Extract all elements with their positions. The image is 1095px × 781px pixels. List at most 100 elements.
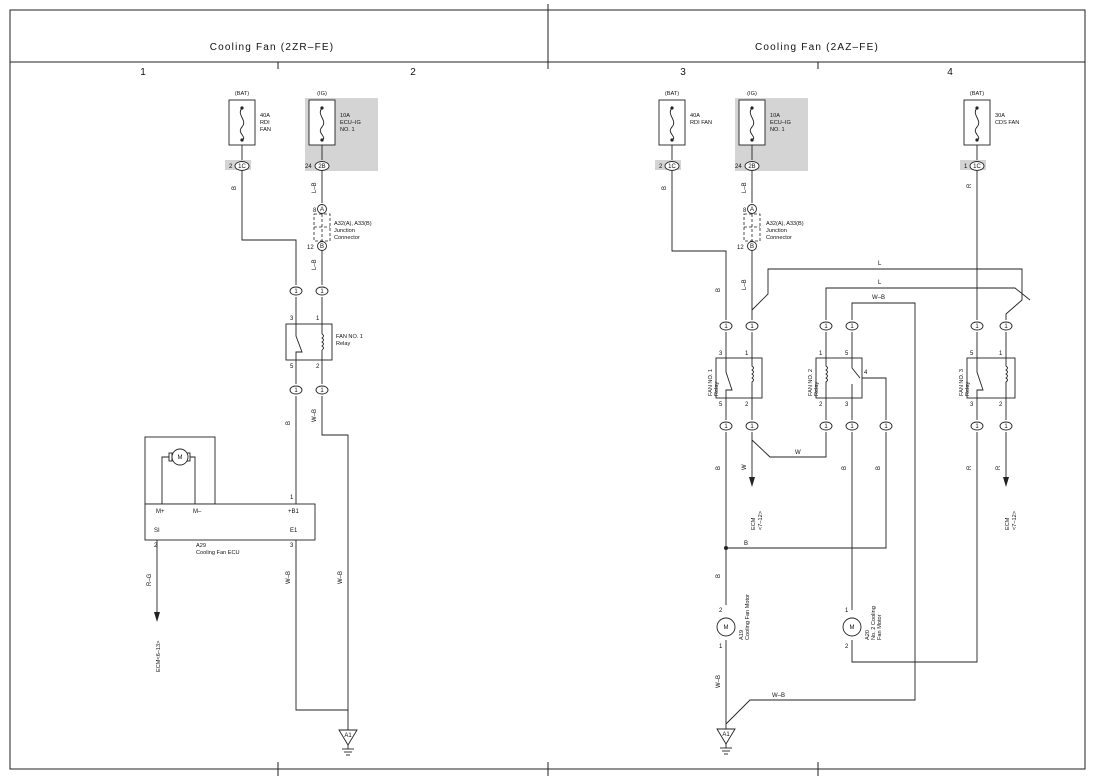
splice-point bbox=[724, 546, 728, 550]
svg-text:M: M bbox=[850, 625, 855, 631]
svg-text:E1: E1 bbox=[290, 528, 298, 534]
svg-text:(BAT): (BAT) bbox=[235, 91, 249, 97]
svg-text:2B: 2B bbox=[318, 164, 325, 170]
diagram-frame bbox=[9, 4, 1086, 776]
svg-text:10A: 10A bbox=[770, 113, 780, 119]
svg-text:1: 1 bbox=[320, 388, 324, 394]
inline-connector: 1 bbox=[745, 421, 759, 431]
fuse-10a-ecu-ig-right: (IG) 10A ECU–IG NO. 1 24 2B bbox=[735, 91, 808, 171]
wire-label-wb: W–B bbox=[716, 675, 722, 688]
svg-text:B: B bbox=[320, 244, 324, 250]
wire-label-wb: W–B bbox=[312, 409, 318, 422]
svg-text:Connector: Connector bbox=[334, 235, 360, 241]
svg-text:FAN: FAN bbox=[260, 127, 271, 133]
svg-text:RDI: RDI bbox=[260, 120, 270, 126]
svg-text:SI: SI bbox=[154, 528, 160, 534]
svg-text:1: 1 bbox=[850, 424, 854, 430]
svg-text:5: 5 bbox=[290, 364, 294, 370]
wire-label-wb: W–B bbox=[872, 295, 885, 301]
svg-text:2: 2 bbox=[845, 644, 849, 650]
wire-label-b: B bbox=[232, 186, 238, 190]
svg-text:8: 8 bbox=[313, 208, 317, 214]
svg-text:A1: A1 bbox=[344, 733, 352, 739]
wire-label-wb: W–B bbox=[286, 571, 292, 584]
svg-text:1: 1 bbox=[724, 424, 728, 430]
svg-text:40A: 40A bbox=[260, 113, 270, 119]
svg-text:Junction: Junction bbox=[334, 228, 355, 234]
inline-connector: 1 bbox=[289, 385, 303, 395]
svg-text:3: 3 bbox=[719, 351, 723, 357]
svg-text:A: A bbox=[320, 207, 324, 213]
section-4: 4 bbox=[947, 67, 953, 78]
ecm-ref-r1: ECM<7–12> bbox=[751, 511, 764, 530]
svg-text:2: 2 bbox=[659, 164, 663, 170]
svg-text:M+: M+ bbox=[156, 509, 165, 515]
svg-text:12: 12 bbox=[307, 245, 314, 251]
fuse-40a-rdi-fan-right: (BAT) 40A RDI FAN 2 1C bbox=[655, 91, 712, 171]
wire-label-l: L bbox=[878, 261, 882, 267]
header-2az-fe: Cooling Fan (2AZ–FE) bbox=[755, 42, 879, 53]
svg-text:(BAT): (BAT) bbox=[970, 91, 984, 97]
svg-text:(BAT): (BAT) bbox=[665, 91, 679, 97]
svg-text:A: A bbox=[750, 207, 754, 213]
svg-text:ECU–IG: ECU–IG bbox=[770, 120, 791, 126]
svg-text:FAN NO. 1: FAN NO. 1 bbox=[336, 334, 363, 340]
svg-text:Junction: Junction bbox=[766, 228, 787, 234]
svg-text:1C: 1C bbox=[973, 164, 981, 170]
junction-connector-left: 8 A 12 B A32(A), A33(B) Junction Connect… bbox=[307, 204, 372, 251]
svg-text:2: 2 bbox=[154, 543, 158, 549]
svg-text:1: 1 bbox=[884, 424, 888, 430]
svg-text:1: 1 bbox=[975, 424, 979, 430]
inline-connector: 1 bbox=[289, 286, 303, 296]
svg-text:2: 2 bbox=[719, 608, 723, 614]
svg-text:1: 1 bbox=[719, 644, 723, 650]
ground-a1-left: A1 bbox=[338, 725, 358, 756]
relay-fan-no1-right: 3 1 5 2 FAN NO. 1Relay bbox=[708, 332, 763, 410]
svg-text:M: M bbox=[724, 625, 729, 631]
svg-text:ECU–IG: ECU–IG bbox=[340, 120, 361, 126]
svg-text:1: 1 bbox=[824, 324, 828, 330]
ecm-ref-r3: ECM<7–12> bbox=[1005, 511, 1018, 530]
svg-text:FAN NO. 2Relay: FAN NO. 2Relay bbox=[808, 369, 820, 396]
svg-text:5: 5 bbox=[719, 402, 723, 408]
relay-fan-no2: 1 5 2 3 4 FAN NO. 2Relay bbox=[808, 332, 868, 410]
svg-text:1: 1 bbox=[745, 351, 749, 357]
svg-text:3: 3 bbox=[290, 543, 294, 549]
svg-text:A32(A), A33(B): A32(A), A33(B) bbox=[334, 221, 372, 227]
svg-text:A32(A), A33(B): A32(A), A33(B) bbox=[766, 221, 804, 227]
inline-connector: 1 bbox=[819, 421, 833, 431]
svg-text:1: 1 bbox=[1004, 424, 1008, 430]
inline-connector: 1 bbox=[845, 421, 859, 431]
svg-text:1: 1 bbox=[964, 164, 968, 170]
wire-label-l: L bbox=[878, 280, 882, 286]
section-1: 1 bbox=[140, 67, 146, 78]
svg-text:1: 1 bbox=[294, 289, 298, 295]
svg-text:1: 1 bbox=[290, 495, 294, 501]
wire-label-b: B bbox=[716, 466, 722, 470]
inline-connector: 1 bbox=[719, 421, 733, 431]
fuse-40a-rdi-fan-left: (BAT) 40A RDI FAN 2 1C bbox=[225, 91, 271, 171]
svg-text:3: 3 bbox=[290, 316, 294, 322]
svg-text:1: 1 bbox=[850, 324, 854, 330]
wire-label-wb: W–B bbox=[772, 693, 785, 699]
svg-text:1: 1 bbox=[316, 316, 320, 322]
wire-label-lb: L–B bbox=[742, 182, 748, 193]
wire-label-lb: L–B bbox=[312, 259, 318, 270]
wire-label-r: R bbox=[967, 183, 973, 188]
svg-text:1C: 1C bbox=[668, 164, 676, 170]
svg-text:FAN NO. 1Relay: FAN NO. 1Relay bbox=[708, 369, 720, 396]
wire-label-b: B bbox=[716, 288, 722, 292]
wire-label-w: W bbox=[795, 450, 801, 456]
inline-connector: 1 bbox=[315, 385, 329, 395]
svg-text:2B: 2B bbox=[748, 164, 755, 170]
ground-a1-right: A1 bbox=[716, 724, 736, 755]
fuse-10a-ecu-ig-left: (IG) 10A ECU–IG NO. 1 24 2B bbox=[305, 91, 378, 171]
svg-text:2: 2 bbox=[819, 402, 823, 408]
ecu-motor-icon: M bbox=[168, 448, 191, 466]
svg-text:2: 2 bbox=[999, 402, 1003, 408]
svg-text:A19Cooling Fan Motor: A19Cooling Fan Motor bbox=[739, 594, 751, 640]
section-2: 2 bbox=[410, 67, 416, 78]
svg-text:1: 1 bbox=[294, 388, 298, 394]
svg-text:CDS FAN: CDS FAN bbox=[995, 120, 1019, 126]
